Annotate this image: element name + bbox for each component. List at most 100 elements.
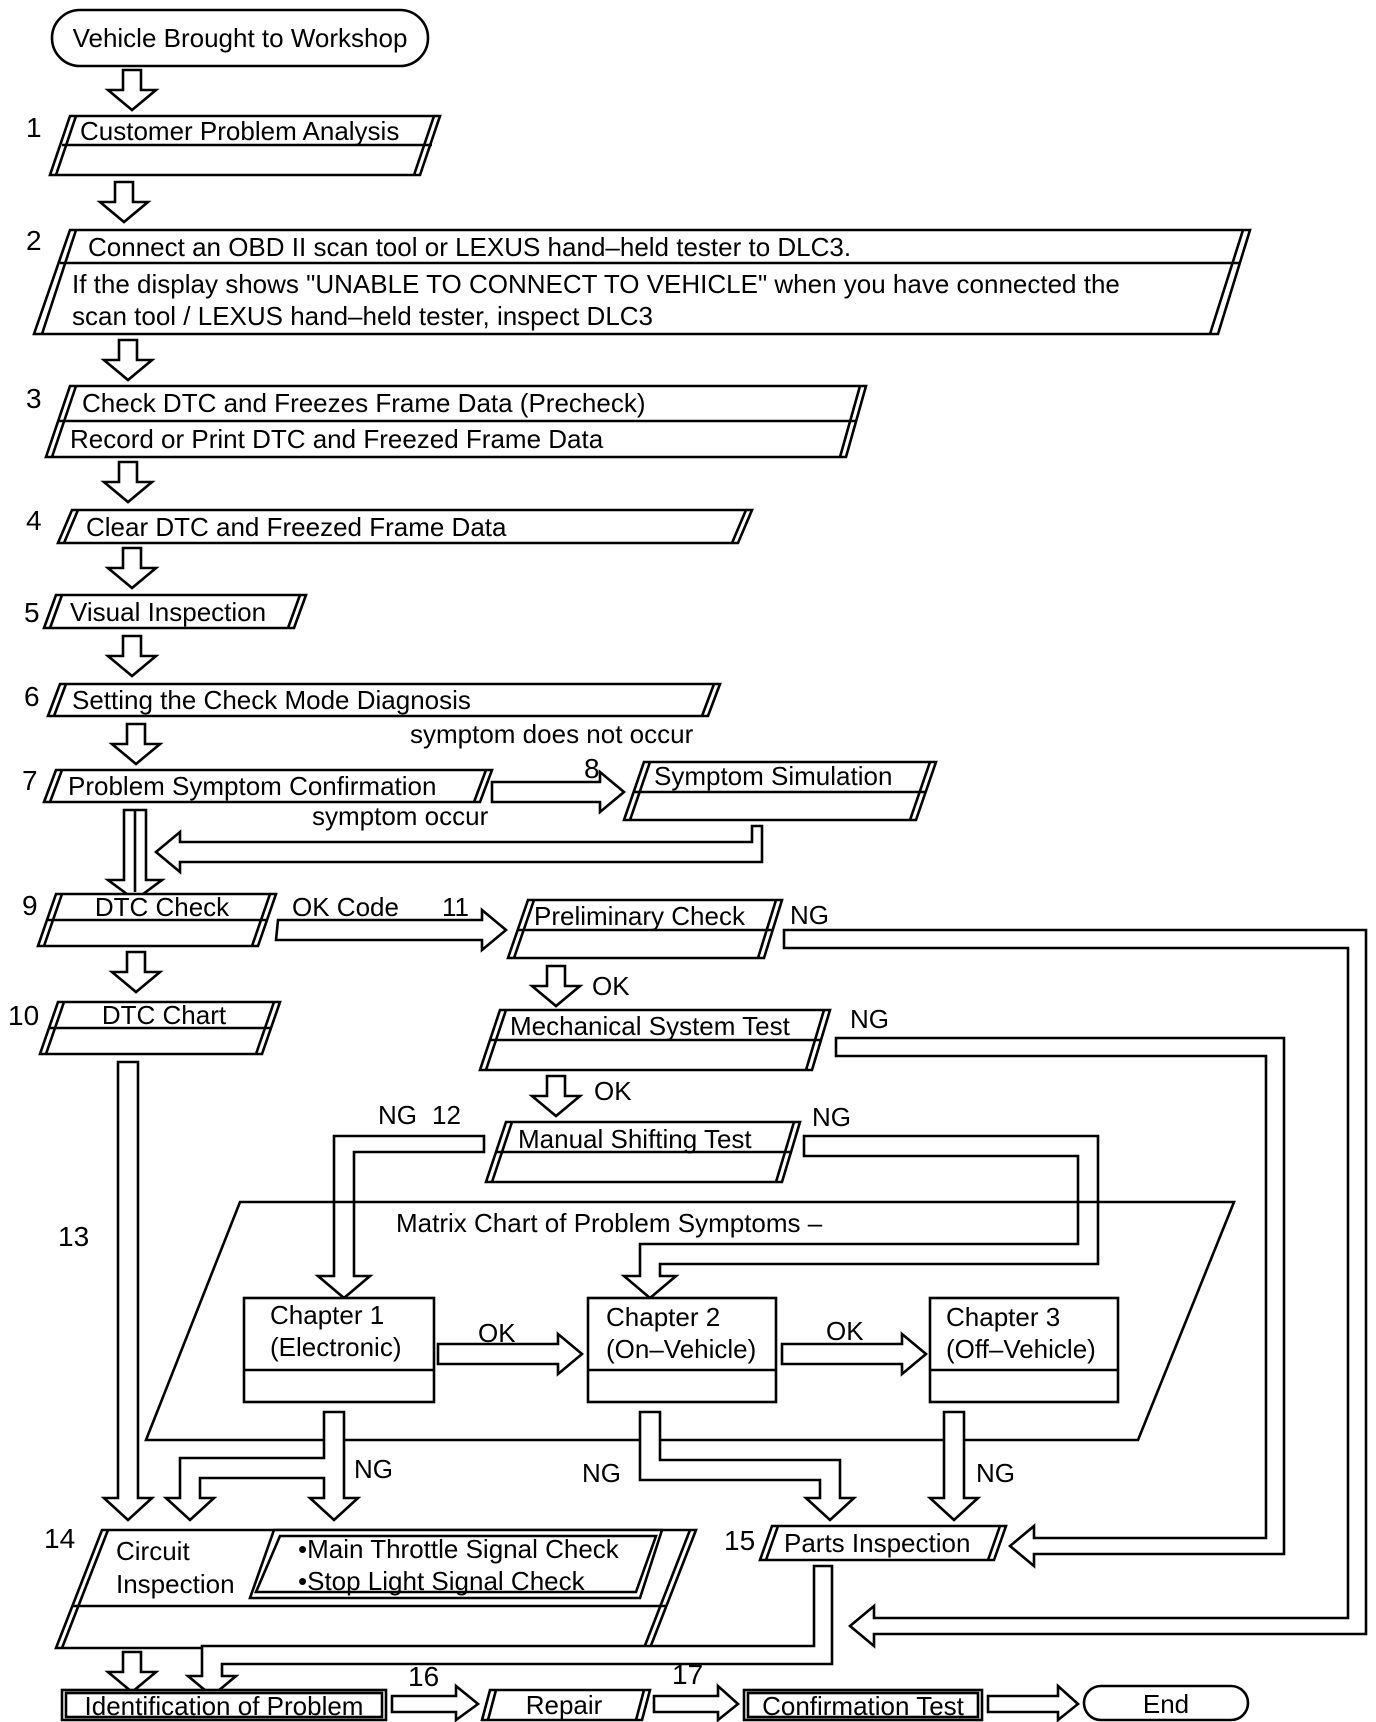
arrow-start-to-1 <box>106 68 158 112</box>
edge-label-ch3-ng: NG <box>976 1458 1015 1488</box>
step-10-dtc-chart: 10 DTC Chart <box>8 1000 282 1056</box>
step-11-number: 11 <box>442 892 469 922</box>
ch3-line-1: Chapter 3 <box>946 1302 1060 1332</box>
step-4-clear-dtc: 4 Clear DTC and Freezed Frame Data <box>26 505 754 545</box>
arrow-8-back-to-main <box>153 824 764 875</box>
step-5-number: 5 <box>24 597 40 628</box>
step-7-label: Problem Symptom Confirmation <box>68 771 436 801</box>
chapter-2-on-vehicle: Chapter 2 (On–Vehicle) <box>586 1296 778 1404</box>
step-4-label: Clear DTC and Freezed Frame Data <box>86 512 507 542</box>
arrow-7-to-8 <box>490 769 627 815</box>
arrow-5-to-6 <box>106 634 158 678</box>
step-15-number: 15 <box>724 1525 755 1556</box>
edge-label-ch2-ng: NG <box>582 1458 621 1488</box>
end-label: End <box>1143 1689 1189 1719</box>
step-12-number: 12 <box>432 1100 461 1130</box>
arrow-6-to-7 <box>110 722 162 766</box>
step-17-number: 17 <box>672 1659 703 1690</box>
ident-label: Identification of Problem <box>85 1691 364 1721</box>
step-8-number: 8 <box>584 753 600 784</box>
arrow-ch2-ng-to-15 <box>638 1410 858 1522</box>
arrow-11-ng-to-return <box>782 928 1368 1649</box>
arrow-ch3-ng-to-15 <box>926 1410 982 1522</box>
ch1-line-1: Chapter 1 <box>270 1300 384 1330</box>
step-2-connect-scan-tool: 2 Connect an OBD II scan tool or LEXUS h… <box>26 225 1252 336</box>
step-3-check-dtc: 3 Check DTC and Freezes Frame Data (Prec… <box>26 383 868 459</box>
step-5-visual-inspection: 5 Visual Inspection <box>24 593 308 630</box>
step-15-parts-inspection: 15 Parts Inspection <box>724 1524 1008 1562</box>
arrow-ident-to-16 <box>390 1683 481 1722</box>
step-16-label: Repair <box>526 1690 603 1720</box>
step-7-problem-symptom-confirmation: 7 Problem Symptom Confirmation <box>22 765 494 804</box>
arrow-11-to-mech <box>530 964 582 1008</box>
step-14-number: 14 <box>44 1523 75 1554</box>
edge-label-11-ng: NG <box>790 900 829 930</box>
step-15-label: Parts Inspection <box>784 1528 970 1558</box>
edge-label-ch1-ok: OK <box>478 1318 516 1348</box>
step-8-label: Symptom Simulation <box>654 761 892 791</box>
edge-label-12-ng: NG <box>378 1100 417 1130</box>
step-3-line-2: Record or Print DTC and Freezed Frame Da… <box>70 424 604 454</box>
step-2-line-2: If the display shows "UNABLE TO CONNECT … <box>72 269 1120 299</box>
step-17-label: Confirmation Test <box>762 1691 965 1721</box>
arrow-1-to-2 <box>98 180 150 224</box>
edge-label-11-ok: OK <box>592 971 630 1001</box>
arrow-2-to-3 <box>102 338 154 382</box>
matrix-chart: Matrix Chart of Problem Symptoms – <box>144 1200 1236 1442</box>
ch2-line-1: Chapter 2 <box>606 1302 720 1332</box>
arrow-9-to-10 <box>110 950 162 994</box>
arrow-17-to-end <box>986 1683 1081 1722</box>
arrow-mech-to-manual <box>530 1074 582 1118</box>
identification-of-problem: Identification of Problem <box>60 1688 388 1722</box>
arrow-14-to-ident <box>106 1650 158 1694</box>
step-4-number: 4 <box>26 505 42 536</box>
end-terminal: End <box>1082 1684 1250 1722</box>
step-8-symptom-simulation: Symptom Simulation <box>622 760 938 822</box>
manual-label: Manual Shifting Test <box>518 1124 752 1154</box>
mech-label: Mechanical System Test <box>510 1011 791 1041</box>
ch3-line-2: (Off–Vehicle) <box>946 1334 1096 1364</box>
step-13-number: 13 <box>58 1221 89 1252</box>
step-2-line-3: scan tool / LEXUS hand–held tester, insp… <box>72 301 653 331</box>
step-1-customer-problem-analysis: 1 Customer Problem Analysis <box>26 112 442 177</box>
arrow-manual-ng-to-ch1 <box>314 1134 486 1300</box>
ch1-line-2: (Electronic) <box>270 1332 401 1362</box>
edge-label-symptom-occur: symptom occur <box>312 801 489 831</box>
matrix-label: Matrix Chart of Problem Symptoms – <box>396 1208 823 1238</box>
edge-label-ch1-ng: NG <box>354 1454 393 1484</box>
step-6-check-mode-diagnosis: 6 Setting the Check Mode Diagnosis <box>24 681 722 718</box>
start-label: Vehicle Brought to Workshop <box>73 23 408 53</box>
step-11-label: Preliminary Check <box>534 901 746 931</box>
step-7-number: 7 <box>22 765 38 796</box>
step-14-circuit-inspection: 14 Circuit Inspection •Main Throttle Sig… <box>44 1523 698 1650</box>
step-9-label: DTC Check <box>95 892 230 922</box>
arrow-manual-ng-to-ch2 <box>620 1134 1100 1300</box>
mechanical-system-test: Mechanical System Test <box>478 1008 832 1072</box>
step-14-checks-box: •Main Throttle Signal Check •Stop Light … <box>248 1528 664 1600</box>
start-terminal: Vehicle Brought to Workshop <box>50 8 430 68</box>
step-9-number: 9 <box>22 890 38 921</box>
step-14-check-1: •Main Throttle Signal Check <box>298 1534 620 1564</box>
step-12-manual-shifting-test: Manual Shifting Test <box>484 1120 802 1184</box>
edge-label-symptom-does-not-occur: symptom does not occur <box>410 719 694 749</box>
arrow-ch1-ng-to-14 <box>162 1410 362 1522</box>
arrow-9-to-11 <box>274 907 509 953</box>
ch2-line-2: (On–Vehicle) <box>606 1334 756 1364</box>
edge-label-mech-ng: NG <box>850 1004 889 1034</box>
edge-label-manual-ng: NG <box>812 1102 851 1132</box>
step-11-preliminary-check: Preliminary Check <box>506 898 784 960</box>
arrow-ch1-to-ch2 <box>436 1331 585 1377</box>
chapter-3-off-vehicle: Chapter 3 (Off–Vehicle) <box>928 1296 1120 1404</box>
arrow-10-to-14 <box>100 1060 156 1522</box>
step-17-confirmation-test: Confirmation Test <box>742 1688 984 1722</box>
arrow-4-to-5 <box>106 546 158 590</box>
arrow-3-to-4 <box>102 460 154 504</box>
arrow-mech-ng-to-15 <box>834 1036 1286 1569</box>
step-2-number: 2 <box>26 225 42 256</box>
step-3-number: 3 <box>26 383 42 414</box>
edge-label-mech-ok: OK <box>594 1076 632 1106</box>
edge-label-ch2-ok: OK <box>826 1316 864 1346</box>
step-16-repair: Repair <box>480 1688 652 1722</box>
step-10-label: DTC Chart <box>102 1000 227 1030</box>
